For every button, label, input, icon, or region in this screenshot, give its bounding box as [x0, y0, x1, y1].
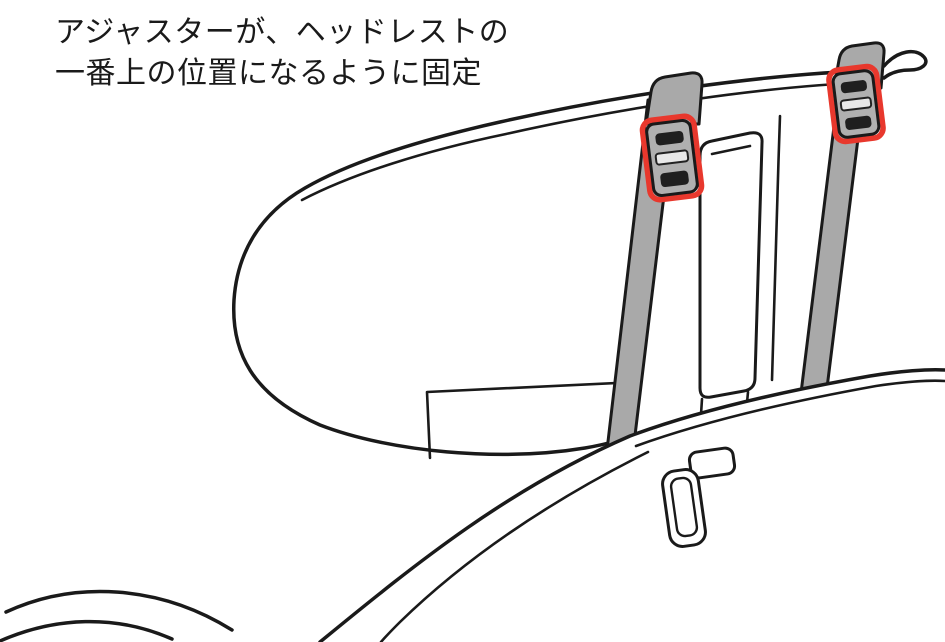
left-adjuster-highlight [639, 113, 705, 203]
seat-shell-outline [318, 368, 945, 642]
headrest-inner-panel-line [710, 144, 752, 156]
headrest-cover-flap-line [425, 380, 640, 460]
seat-shell-inner-edge [379, 450, 650, 642]
annotation-line-2: 一番上の位置になるように固定 [55, 56, 482, 92]
annotation-line-1: アジャスターが、ヘッドレストの [55, 15, 510, 50]
cover-tip-hook [882, 49, 928, 80]
seat-shell [318, 368, 945, 642]
right-adjuster-slot-top [840, 80, 867, 94]
frame-vertical-line [770, 114, 782, 382]
seat-strap-loop [661, 446, 737, 548]
right-strap-adjuster [826, 41, 886, 145]
left-adjuster-slot-top [655, 130, 684, 146]
armrest-curve-outer [4, 589, 234, 632]
right-adjuster-highlight [826, 63, 886, 145]
strap-loop-inner [669, 476, 699, 538]
headrest-cover-outline [231, 68, 884, 457]
left-strap-adjuster [639, 71, 705, 203]
headrest-cover-rim-line [300, 80, 878, 202]
armrest-curve-inner [0, 619, 174, 642]
armrest-curves [0, 589, 234, 642]
right-adjuster-slot-bottom [845, 115, 872, 130]
left-adjuster-slot-bottom [660, 170, 689, 188]
seat-shell-fill [320, 369, 945, 642]
strap-slot [687, 446, 737, 480]
annotation-text: アジャスターが、ヘッドレストの 一番上の位置になるように固定 [55, 12, 509, 95]
left-strap-fold [644, 71, 704, 126]
cover-tip-hook-line [882, 49, 928, 80]
left-adjuster-bar [654, 149, 690, 166]
seat-shell-rim-line [634, 379, 945, 448]
headrest-inner-panel [698, 131, 764, 399]
right-adjuster-bar [839, 96, 873, 112]
